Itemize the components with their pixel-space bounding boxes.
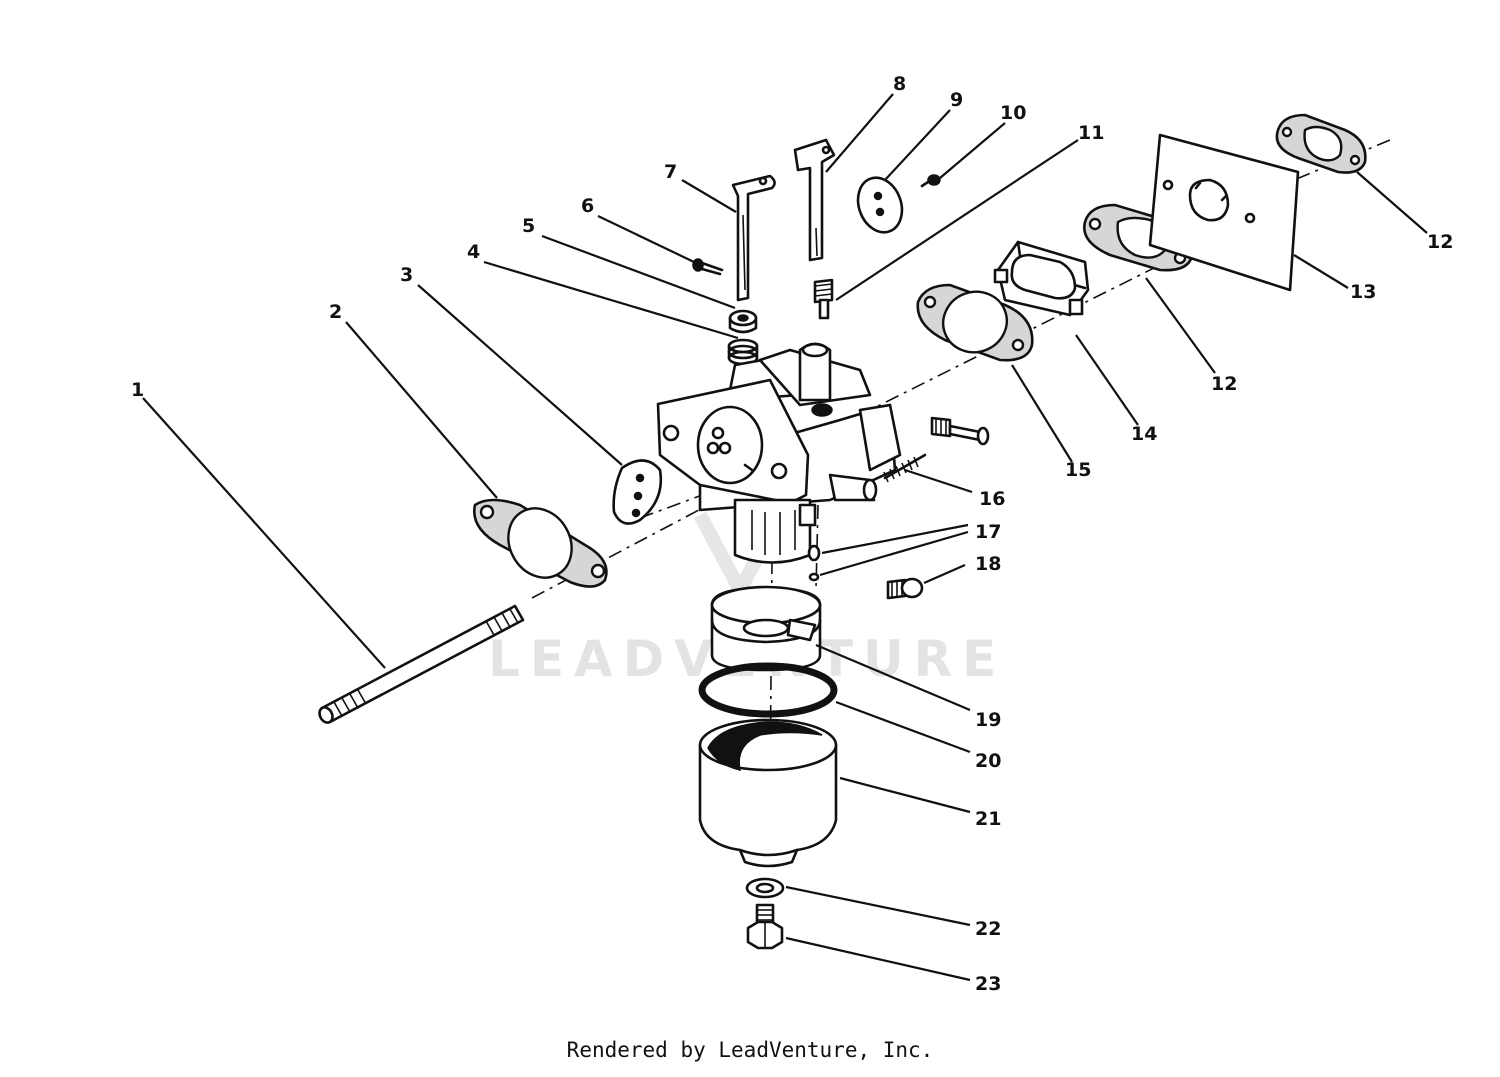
part-16-spring[interactable] <box>883 453 927 483</box>
callout-4: 4 <box>467 241 480 263</box>
part-10-screw[interactable] <box>920 174 941 188</box>
callout-17: 17 <box>975 521 1001 543</box>
callout-6: 6 <box>581 195 594 217</box>
part-13-plate[interactable] <box>1148 133 1300 292</box>
part-22-washer[interactable] <box>745 877 785 899</box>
callout-22: 22 <box>975 918 1001 940</box>
part-14-spacer[interactable] <box>993 240 1090 317</box>
callout-8: 8 <box>893 73 906 95</box>
callout-11: 11 <box>1078 122 1104 144</box>
callout-7: 7 <box>664 161 677 183</box>
part-19-float[interactable] <box>710 585 822 672</box>
callout-10: 10 <box>1000 102 1026 124</box>
callout-labels: 1 2 3 4 5 6 7 8 9 10 11 12 12 13 14 15 1… <box>131 73 1453 995</box>
callout-5: 5 <box>522 215 535 237</box>
callout-2: 2 <box>329 301 342 323</box>
callout-20: 20 <box>975 750 1001 772</box>
callout-18: 18 <box>975 553 1001 575</box>
part-2-gasket[interactable] <box>473 497 608 589</box>
callout-13: 13 <box>1350 281 1376 303</box>
part-11-idle-screw[interactable] <box>813 278 834 320</box>
part-17-o-rings[interactable] <box>807 544 821 582</box>
part-9-throttle-plate[interactable] <box>851 172 910 239</box>
callout-1: 1 <box>131 379 144 401</box>
callout-21: 21 <box>975 808 1001 830</box>
part-20-bowl-gasket[interactable] <box>698 662 838 718</box>
part-8-choke-shaft[interactable] <box>793 138 836 262</box>
footer-credit: Rendered by LeadVenture, Inc. <box>566 1038 934 1062</box>
part-12-gasket-top[interactable] <box>1275 113 1367 174</box>
part-18-screw[interactable] <box>886 577 924 600</box>
part-15-gasket[interactable] <box>916 283 1034 362</box>
callout-16: 16 <box>979 488 1005 510</box>
callout-19: 19 <box>975 709 1001 731</box>
part-6-screw[interactable] <box>692 258 724 276</box>
callout-3: 3 <box>400 264 413 286</box>
part-4-spring[interactable] <box>727 338 759 366</box>
part-16-screw[interactable] <box>930 416 990 446</box>
part-21-float-bowl[interactable] <box>698 718 838 868</box>
callout-14: 14 <box>1131 423 1157 445</box>
part-5-seal[interactable] <box>728 309 758 334</box>
callout-12-middle: 12 <box>1211 373 1237 395</box>
part-1-stud[interactable] <box>317 604 525 725</box>
leader-lines <box>142 93 1428 982</box>
callout-23: 23 <box>975 973 1001 995</box>
callout-15: 15 <box>1065 459 1091 481</box>
part-23-bowl-nut[interactable] <box>746 903 784 950</box>
part-3-choke-plate[interactable] <box>612 459 663 525</box>
carburetor-body[interactable] <box>656 342 902 564</box>
callout-9: 9 <box>950 89 963 111</box>
callout-12-top: 12 <box>1427 231 1453 253</box>
part-7-throttle-shaft[interactable] <box>731 174 776 302</box>
